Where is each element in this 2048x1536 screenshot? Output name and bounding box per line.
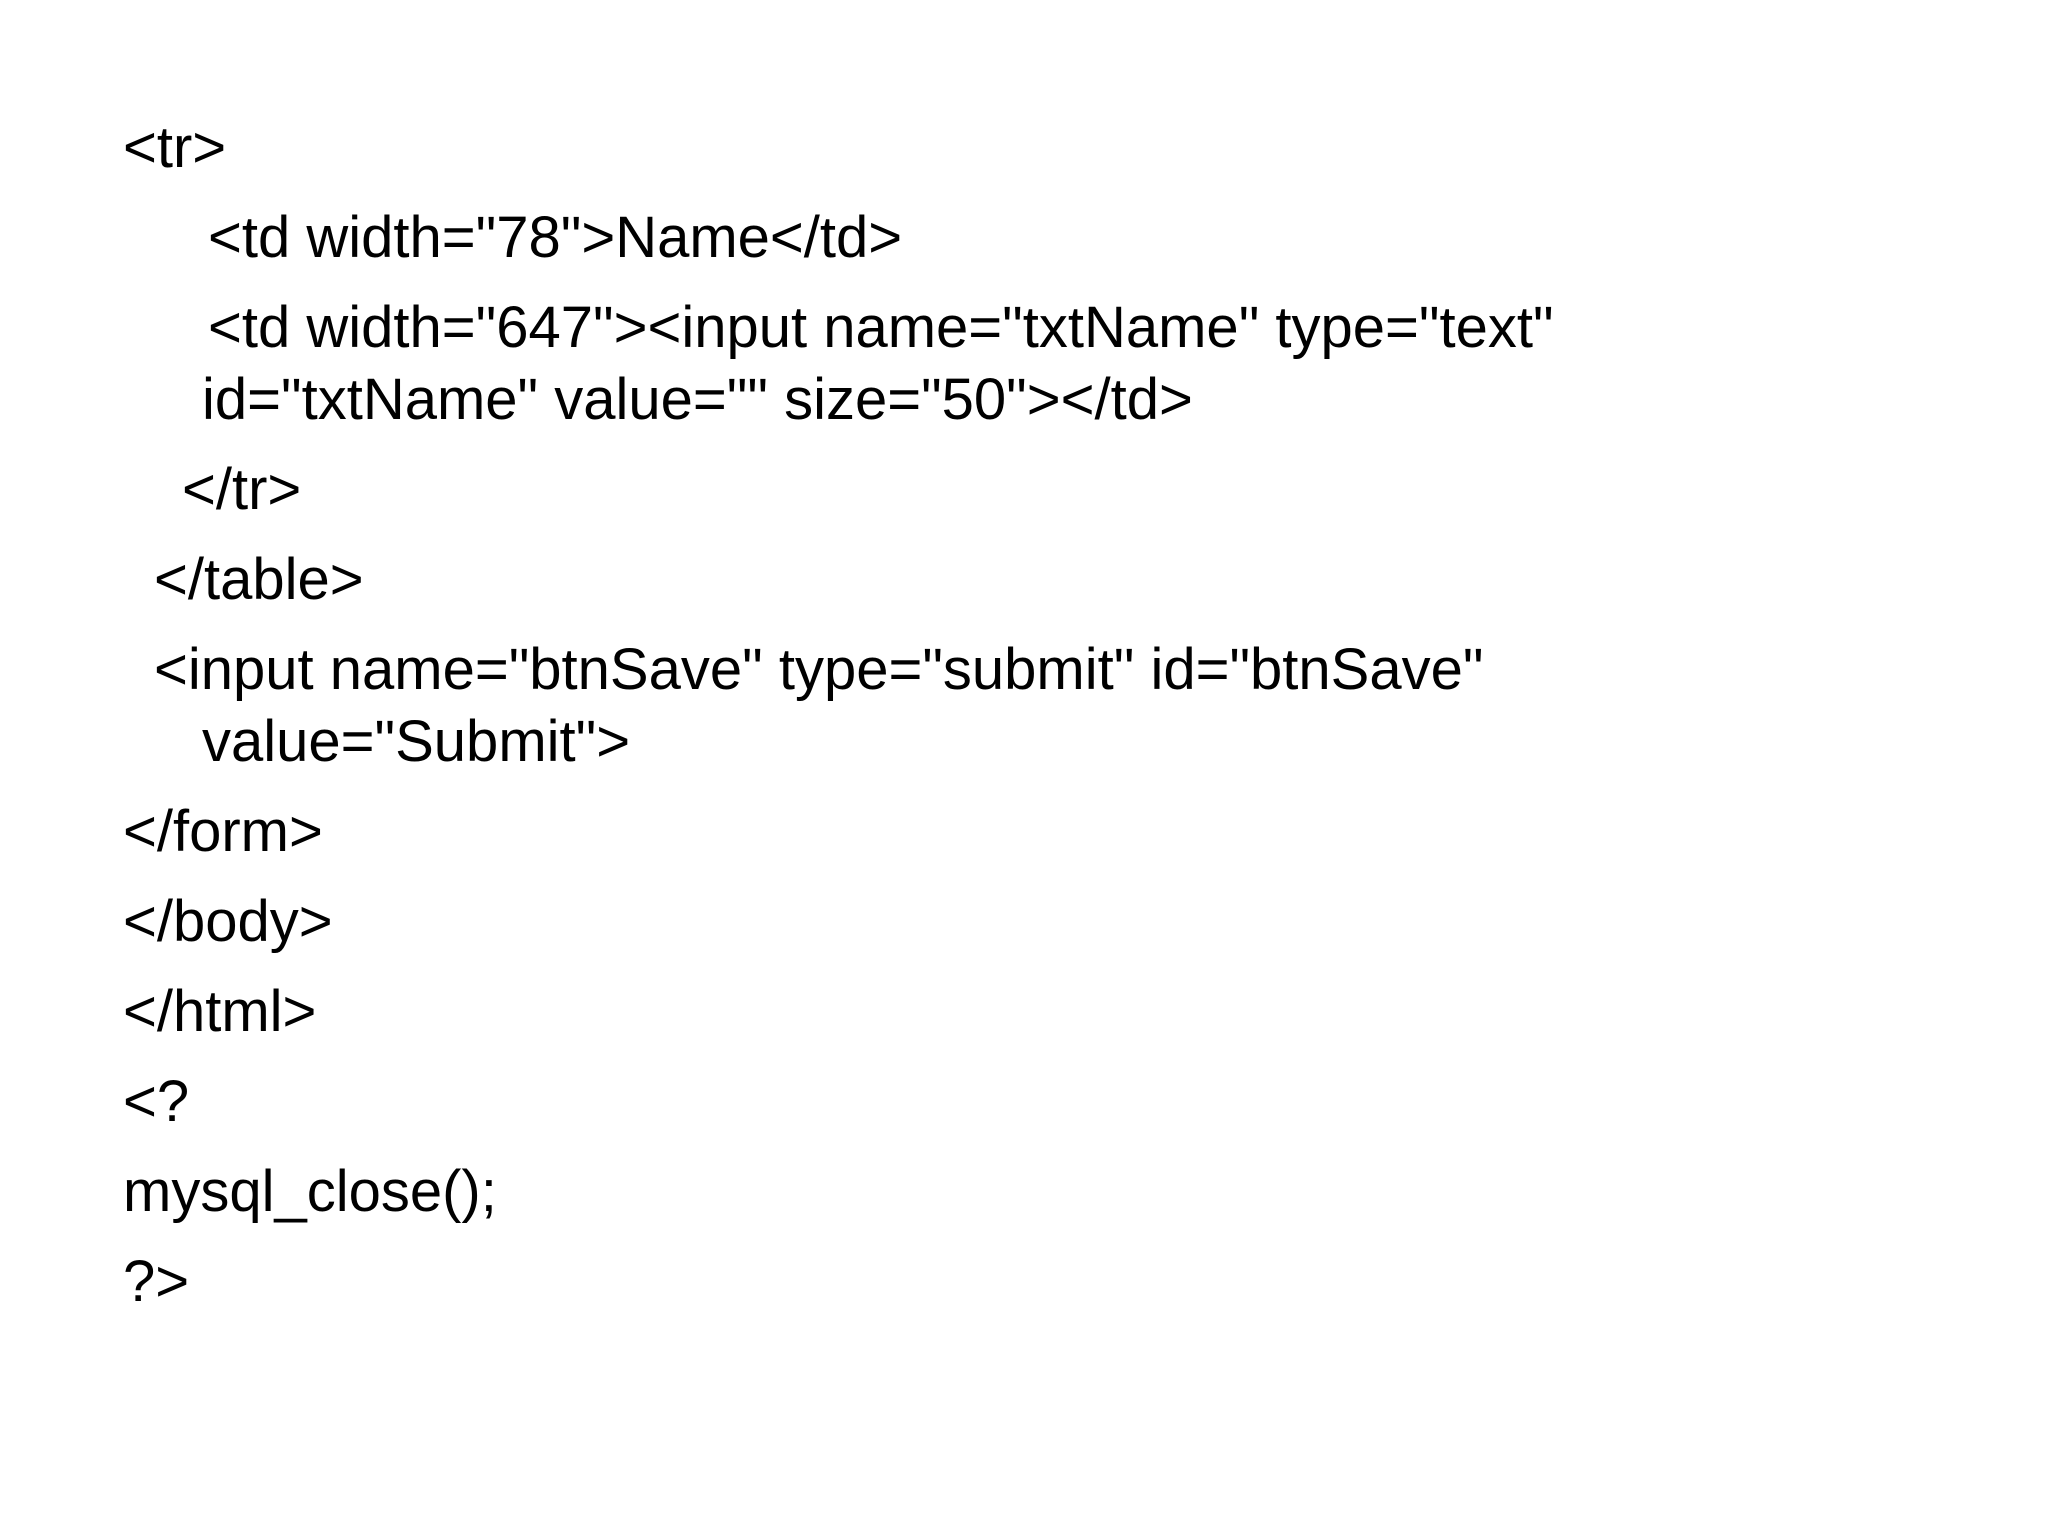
code-line-13: mysql_close();	[123, 1159, 497, 1224]
code-line-3: <td width="647"><input name="txtName" ty…	[208, 295, 1554, 360]
code-line-10: </body>	[123, 889, 333, 954]
code-line-7: <input name="btnSave" type="submit" id="…	[154, 637, 1484, 702]
code-line-11: </html>	[123, 979, 317, 1044]
code-line-4: id="txtName" value="" size="50"></td>	[202, 367, 1193, 432]
code-line-8: value="Submit">	[202, 709, 631, 774]
code-line-6: </table>	[154, 547, 364, 612]
code-line-2: <td width="78">Name</td>	[208, 205, 903, 270]
code-line-14: ?>	[123, 1249, 190, 1314]
code-line-1: <tr>	[123, 115, 227, 180]
code-line-12: <?	[123, 1069, 190, 1134]
code-line-5: </tr>	[182, 457, 302, 522]
code-line-9: </form>	[123, 799, 323, 864]
code-block: <tr> <td width="78">Name</td> <td width="6…	[123, 112, 2008, 1318]
